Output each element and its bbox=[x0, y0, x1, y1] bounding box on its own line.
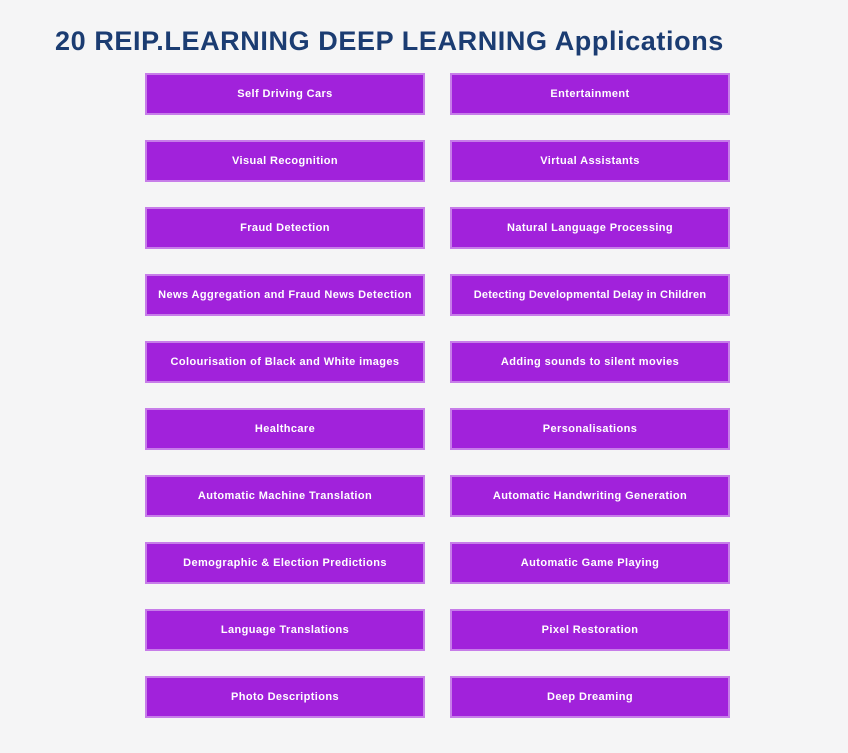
app-box-news-aggregation-and-fraud-news-detection: News Aggregation and Fraud News Detectio… bbox=[145, 274, 425, 316]
app-box-detecting-developmental-delay-in-children: Detecting Developmental Delay in Childre… bbox=[450, 274, 730, 316]
app-box-self-driving-cars: Self Driving Cars bbox=[145, 73, 425, 115]
app-box-virtual-assistants: Virtual Assistants bbox=[450, 140, 730, 182]
left-column: Self Driving Cars Visual Recognition Fra… bbox=[145, 73, 425, 718]
app-box-entertainment: Entertainment bbox=[450, 73, 730, 115]
app-box-colourisation-of-black-and-white-images: Colourisation of Black and White images bbox=[145, 341, 425, 383]
app-box-photo-descriptions: Photo Descriptions bbox=[145, 676, 425, 718]
app-box-language-translations: Language Translations bbox=[145, 609, 425, 651]
applications-grid: Self Driving Cars Visual Recognition Fra… bbox=[145, 73, 730, 718]
app-box-natural-language-processing: Natural Language Processing bbox=[450, 207, 730, 249]
app-box-fraud-detection: Fraud Detection bbox=[145, 207, 425, 249]
app-box-automatic-handwriting-generation: Automatic Handwriting Generation bbox=[450, 475, 730, 517]
app-box-healthcare: Healthcare bbox=[145, 408, 425, 450]
app-box-deep-dreaming: Deep Dreaming bbox=[450, 676, 730, 718]
app-box-personalisations: Personalisations bbox=[450, 408, 730, 450]
page-title: 20 REIP.LEARNING DEEP LEARNING Applicati… bbox=[55, 26, 724, 56]
app-box-visual-recognition: Visual Recognition bbox=[145, 140, 425, 182]
app-box-adding-sounds-to-silent-movies: Adding sounds to silent movies bbox=[450, 341, 730, 383]
app-box-automatic-machine-translation: Automatic Machine Translation bbox=[145, 475, 425, 517]
app-box-demographic-election-predictions: Demographic & Election Predictions bbox=[145, 542, 425, 584]
app-box-automatic-game-playing: Automatic Game Playing bbox=[450, 542, 730, 584]
right-column: Entertainment Virtual Assistants Natural… bbox=[450, 73, 730, 718]
app-box-pixel-restoration: Pixel Restoration bbox=[450, 609, 730, 651]
